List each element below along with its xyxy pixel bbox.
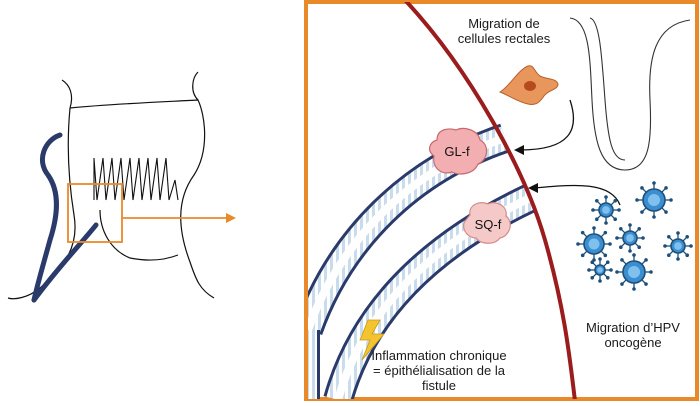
- sq-f-nodule: [463, 202, 511, 244]
- hpv-virus-icon: [615, 253, 653, 291]
- hpv-virus-icon: [587, 257, 613, 283]
- label-inflammation-line1: Inflammation chronique: [371, 348, 507, 363]
- hpv-virus-icon: [576, 226, 612, 262]
- hpv-viruses: [576, 181, 693, 291]
- label-inflammation-line3: fistule: [422, 378, 456, 393]
- label-migration-rectal-line2: cellules rectales: [457, 31, 551, 46]
- label-migration-rectal: Migration de cellules rectales: [444, 16, 564, 46]
- zoom-box: [67, 183, 123, 243]
- migration-arrow-hpv: [533, 184, 621, 206]
- label-migration-hpv-line1: Migration d’HPV: [586, 320, 680, 335]
- hpv-virus-icon: [615, 223, 645, 253]
- hpv-virus-icon: [635, 181, 673, 219]
- migration-arrow-rectal: [519, 99, 575, 151]
- hpv-virus-icon: [663, 231, 693, 261]
- label-migration-rectal-line1: Migration de: [468, 16, 540, 31]
- fistula-tract-sketch: [31, 132, 63, 303]
- label-migration-hpv-line2: oncogène: [604, 335, 662, 350]
- lightning-bolt-icon: [359, 319, 385, 361]
- label-gl-f: GL-f: [444, 144, 470, 159]
- crypt-folds: [93, 157, 179, 201]
- label-inflammation-line2: = épithélialisation de la: [373, 363, 505, 378]
- label-inflammation: Inflammation chronique = épithélialisati…: [364, 348, 514, 393]
- migrating-cell-icon: [498, 65, 559, 105]
- rectal-crypts: [569, 17, 691, 171]
- label-migration-hpv: Migration d’HPV oncogène: [570, 320, 696, 350]
- gl-f-nodule: [428, 127, 488, 175]
- hpv-virus-icon: [591, 195, 621, 225]
- anatomy-sketch: [7, 71, 236, 303]
- label-sq-f: SQ-f: [474, 217, 502, 232]
- rectal-wall: [404, 2, 577, 399]
- canal-outline: [7, 99, 215, 300]
